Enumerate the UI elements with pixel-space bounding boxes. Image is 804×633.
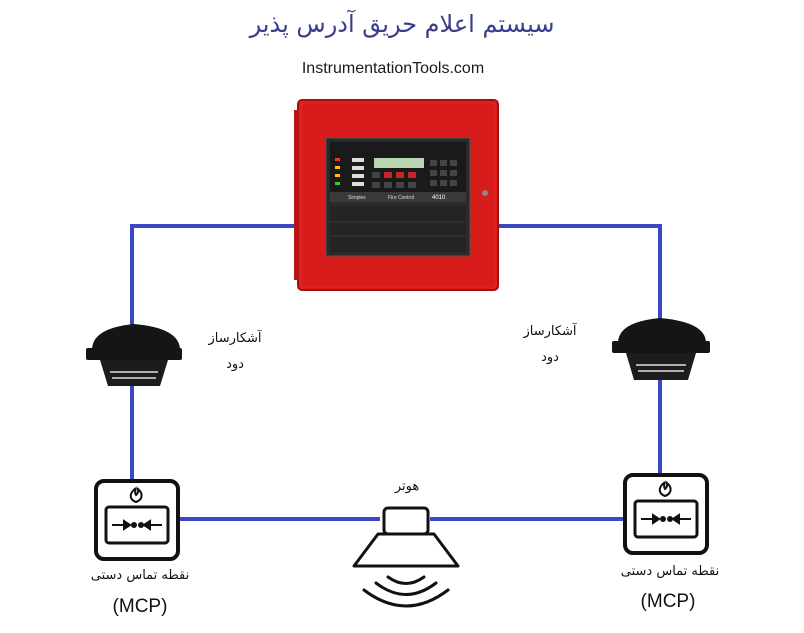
smoke-detector-left-label-line2: دود (226, 357, 244, 372)
left-wire (130, 224, 300, 485)
hooter-label: هوتر (394, 479, 420, 494)
smoke-detector-right (612, 318, 710, 380)
hooter (352, 506, 460, 608)
manual-call-point-left-label: نقطه تماس دستی (90, 568, 190, 583)
fire-alarm-control-panel: Simplex Fire Control 4010 (294, 99, 499, 291)
page-title: سیستم اعلام حریق آدرس پذیر (249, 10, 555, 38)
smoke-detector-left-label-line1: آشکارساز (208, 331, 262, 346)
fire-icon (129, 486, 143, 504)
manual-call-point-right (623, 473, 709, 555)
push-arrows-icon (641, 513, 691, 525)
manual-call-point-right-label: نقطه تماس دستی (620, 564, 720, 579)
panel-leds (335, 158, 364, 186)
push-arrows-icon (112, 519, 162, 531)
wiring-loop (130, 224, 662, 521)
panel-keypad (372, 160, 457, 188)
smoke-detector-right-label-line1: آشکارساز (523, 324, 577, 339)
manual-call-point-left-code: (MCP) (112, 596, 168, 617)
sound-waves-icon (362, 575, 450, 608)
manual-call-point-right-code: (MCP) (640, 591, 696, 612)
smoke-detector-right-label-line2: دود (541, 350, 559, 365)
smoke-detector-left (86, 324, 182, 386)
right-wire (497, 224, 662, 478)
panel-brand: Simplex (348, 195, 366, 201)
manual-call-point-left (94, 479, 180, 561)
panel-model-number: 4010 (432, 195, 446, 201)
fire-icon (658, 480, 672, 498)
site-name: InstrumentationTools.com (301, 60, 485, 77)
panel-model-text: Fire Control (388, 195, 414, 201)
